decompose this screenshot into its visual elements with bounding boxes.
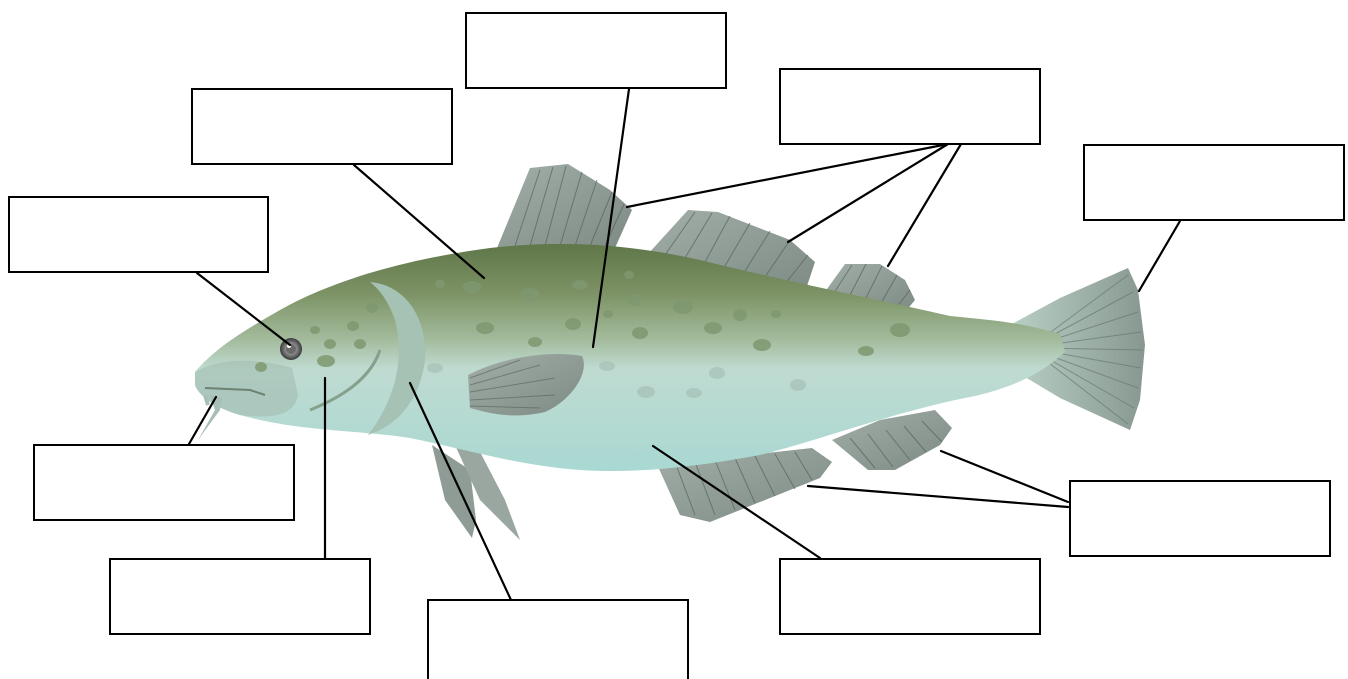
leader-anal-1 — [808, 486, 1068, 507]
leader-anal-2 — [941, 451, 1068, 502]
leader-dorsal-1 — [627, 144, 948, 207]
leader-dorsal-3 — [888, 144, 961, 266]
eye-icon — [280, 338, 302, 360]
leader-tail — [1139, 221, 1180, 291]
label-box-anal-fins[interactable] — [1069, 480, 1331, 557]
label-box-tail-fin[interactable] — [1083, 144, 1345, 221]
label-box-gill-cover[interactable] — [109, 558, 371, 635]
label-box-pelvic-fin[interactable] — [427, 599, 689, 679]
label-box-belly[interactable] — [779, 558, 1041, 635]
barbel — [198, 395, 222, 440]
label-box-top[interactable] — [465, 12, 727, 89]
label-box-barbel[interactable] — [33, 444, 295, 521]
label-box-eye[interactable] — [8, 196, 269, 273]
label-box-dorsal-fins[interactable] — [779, 68, 1041, 145]
label-box-lateral-line[interactable] — [191, 88, 453, 165]
